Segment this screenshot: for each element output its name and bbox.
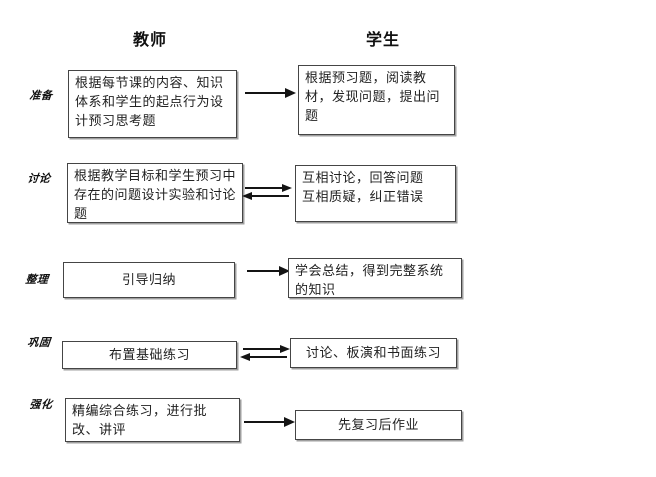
teacher-box-reinforce: 精编综合练习，进行批改、讲评 (65, 398, 240, 442)
student-column-header: 学生 (365, 30, 400, 49)
student-box-discuss: 互相讨论，回答问题 互相质疑，纠正错误 (295, 165, 456, 222)
teacher-box-discuss: 根据教学目标和学生预习中存在的问题设计实验和讨论题 (67, 163, 243, 223)
stage-label-discuss: 讨论 (26, 172, 52, 185)
student-box-organize: 学会总结，得到完整系统的知识 (288, 258, 462, 298)
arrow-both-icon (240, 344, 290, 362)
arrow-both-icon (242, 183, 292, 201)
student-box-prepare: 根据预习题，阅读教材，发现问题，提出问题 (298, 65, 455, 135)
teacher-box-organize: 引导归纳 (63, 262, 235, 298)
student-box-reinforce: 先复习后作业 (295, 410, 462, 440)
stage-label-organize: 整理 (24, 273, 50, 286)
teacher-box-consolidate: 布置基础练习 (62, 341, 237, 369)
arrow-right-icon (246, 264, 290, 278)
stage-label-consolidate: 巩固 (26, 336, 52, 349)
stage-label-reinforce: 强化 (28, 398, 54, 411)
arrow-right-icon (243, 415, 295, 429)
teacher-column-header: 教师 (132, 30, 167, 49)
student-box-consolidate: 讨论、板演和书面练习 (290, 338, 457, 368)
teacher-box-prepare: 根据每节课的内容、知识体系和学生的起点行为设计预习思考题 (68, 70, 237, 138)
stage-label-prepare: 准备 (28, 89, 54, 102)
arrow-right-icon (244, 86, 296, 100)
